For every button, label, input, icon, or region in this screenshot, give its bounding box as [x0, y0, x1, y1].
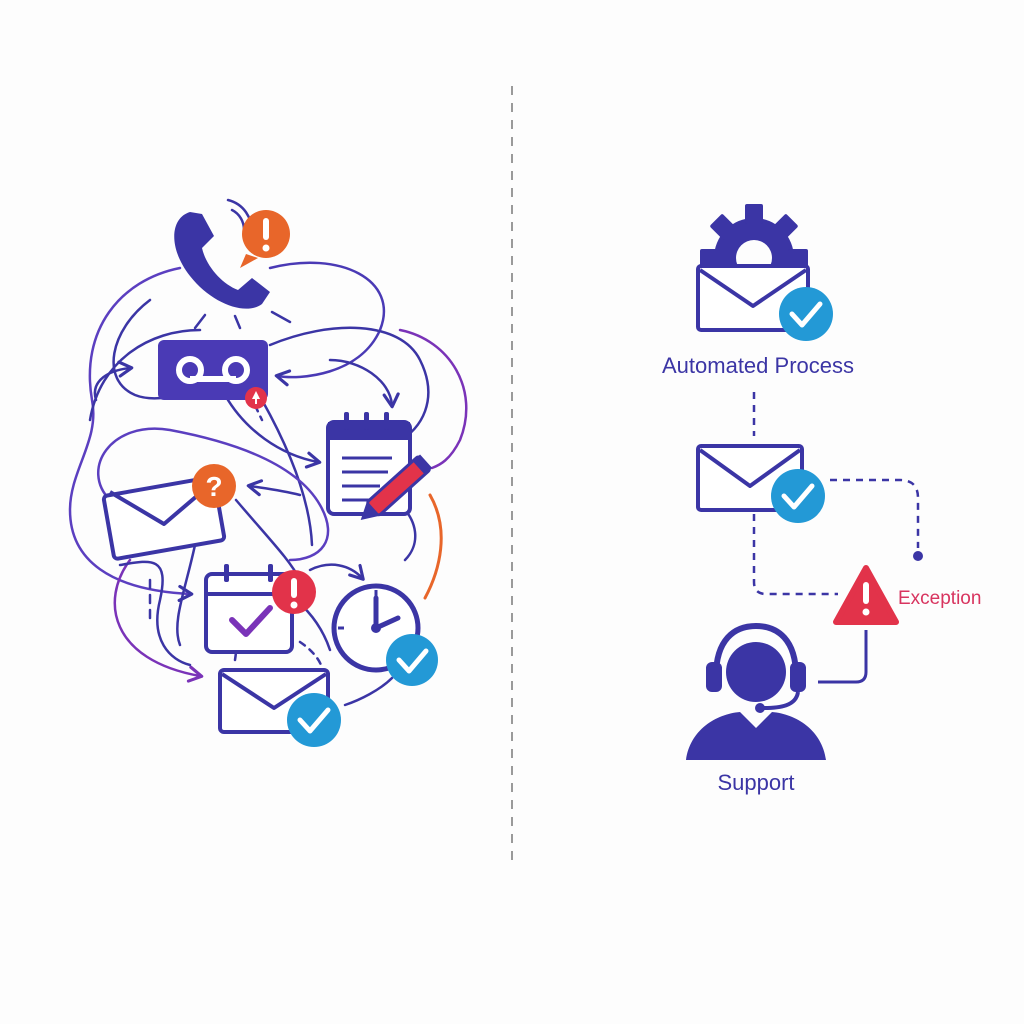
check-badge — [287, 693, 341, 747]
exclamation-badge — [272, 570, 316, 614]
calendar-icon — [204, 564, 294, 654]
exception-label: Exception — [898, 588, 981, 609]
support-label: Support — [717, 770, 794, 795]
svg-text:?: ? — [205, 471, 222, 502]
exclamation-badge — [240, 210, 290, 268]
support-agent-icon — [686, 622, 826, 760]
question-badge: ? — [192, 464, 236, 508]
check-badge — [771, 469, 825, 523]
warning-icon — [833, 565, 899, 625]
support-connector — [818, 630, 868, 684]
automated-process-label: Automated Process — [662, 353, 854, 378]
branch-line — [830, 478, 920, 548]
branch-endpoint — [913, 551, 923, 561]
voicemail-icon — [158, 340, 268, 409]
check-badge — [386, 634, 438, 686]
pencil-icon — [360, 454, 433, 521]
check-badge — [779, 287, 833, 341]
exception-path — [752, 514, 838, 596]
